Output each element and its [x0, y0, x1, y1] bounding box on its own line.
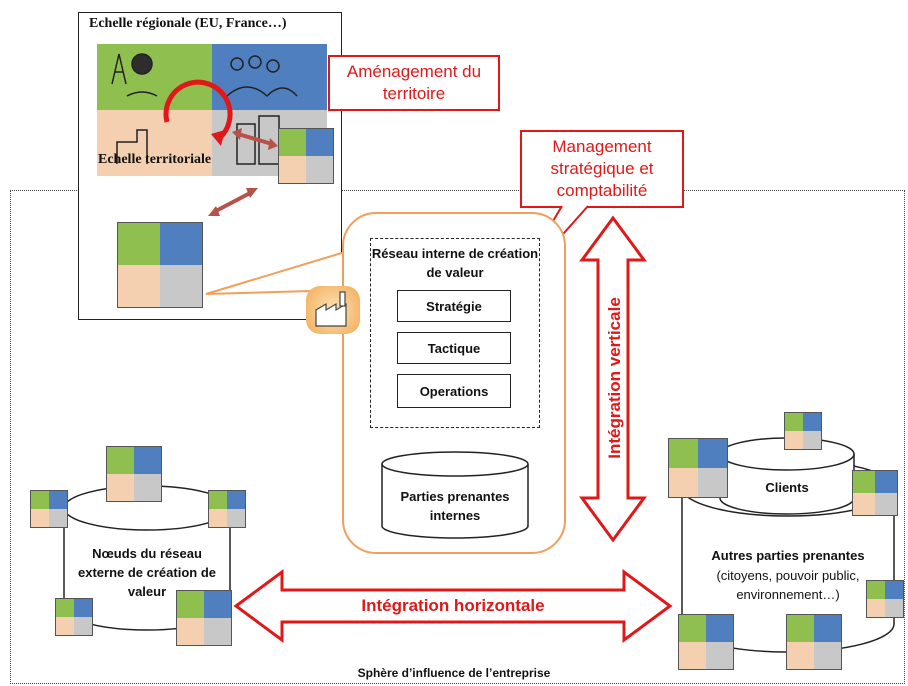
ecology-tile-icon: [208, 490, 246, 528]
ecology-tile-icon: [678, 614, 734, 670]
sphere-label: Sphère d’influence de l’entreprise: [357, 666, 551, 680]
ecology-tile-icon: [30, 490, 68, 528]
ecology-tile-icon: [786, 614, 842, 670]
level-tactique: Tactique: [397, 332, 511, 364]
ecology-tile-icon: [784, 412, 822, 450]
territorial-tile-drawings: [111, 53, 298, 165]
ecology-tile-icon: [866, 580, 904, 618]
regional-scale-title: Echelle régionale (EU, France…): [89, 16, 287, 31]
territorial-scale-label: Echelle territoriale: [98, 152, 212, 167]
other-stakeholders-title: Autres parties prenantes: [711, 548, 865, 563]
callout-management: Management stratégique et comptabilité: [520, 130, 684, 208]
ecology-tile-icon: [176, 590, 232, 646]
internal-value-network: [370, 238, 540, 428]
internal-network-title: Réseau interne de création de valeur: [371, 246, 539, 280]
level-operations: Operations: [397, 374, 511, 408]
vertical-integration-arrow: [579, 215, 647, 543]
ecology-tile-icon: [668, 438, 728, 498]
ecology-tile-icon: [106, 446, 162, 502]
callout-amenagement: Aménagement du territoire: [328, 55, 500, 111]
level-strategie: Stratégie: [397, 290, 511, 322]
factory-icon-drawing: [315, 291, 347, 327]
ecology-tile-icon: [278, 128, 334, 184]
internal-bubble-pointer: [205, 251, 346, 295]
external-nodes-label: Nœuds du réseau externe de création de v…: [78, 546, 216, 599]
vertical-integration-label: Intégration verticale: [605, 297, 624, 459]
horizontal-integration-arrow: [233, 569, 673, 643]
internal-stakeholders-label: Parties prenantes internes: [400, 489, 510, 523]
sphere-of-influence: [10, 190, 905, 684]
ecology-tile-icon: [852, 470, 898, 516]
clients-label: Clients: [765, 480, 809, 495]
horizontal-integration-label: Intégration horizontale: [361, 596, 545, 615]
internal-stakeholders-cylinder: [381, 451, 529, 539]
ecology-tile-icon: [117, 222, 203, 308]
ecology-tile-icon: [55, 598, 93, 636]
regional-link-arrows: [208, 128, 278, 216]
other-stakeholders-detail: (citoyens, pouvoir public, environnement…: [716, 568, 860, 602]
